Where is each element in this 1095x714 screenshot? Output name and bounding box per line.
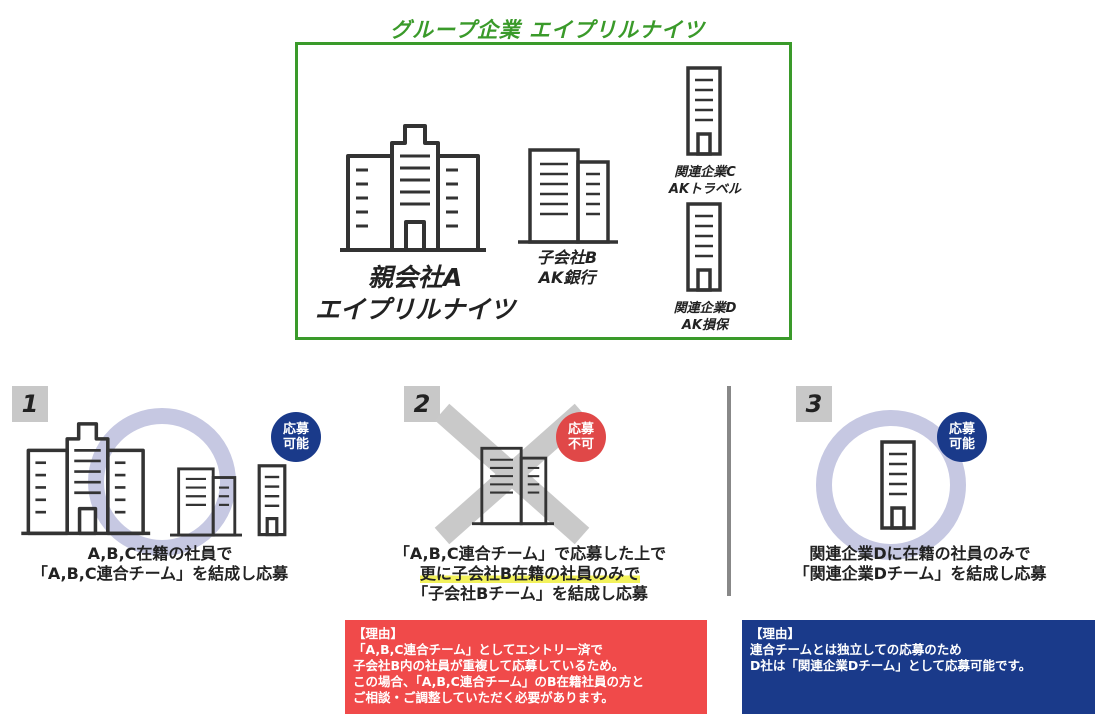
case-number-1: 1 (12, 386, 48, 422)
building-medium-icon (170, 467, 242, 537)
group-title: グループ企業 エイプリルナイツ (389, 18, 706, 42)
building-large-icon (21, 422, 151, 536)
building-tall-icon (880, 440, 916, 530)
case-number-3: 3 (796, 386, 832, 422)
building-large-icon (340, 124, 486, 252)
building-tall-icon (686, 202, 722, 292)
status-badge-ok: 応募可能 (271, 412, 321, 462)
building-tall-icon (257, 464, 287, 537)
reason-box-ng: 【理由】 「A,B,C連合チーム」としてエントリー済で 子会社B内の社員が重複し… (345, 620, 707, 714)
case-number-2: 2 (404, 386, 440, 422)
case-3-caption: 関連企業Dに在籍の社員のみで「関連企業Dチーム」を結成し応募 (793, 544, 1047, 583)
building-tall-icon (686, 66, 722, 156)
group-box (295, 42, 792, 340)
reason-box-ok: 【理由】 連合チームとは独立しての応募のため D社は「関連企業Dチーム」として応… (742, 620, 1095, 714)
case-1-caption: A,B,C在籍の社員で「A,B,C連合チーム」を結成し応募 (31, 544, 289, 583)
building-medium-icon (518, 148, 618, 244)
status-badge-ok: 応募可能 (937, 412, 987, 462)
case-2-caption: 「A,B,C連合チーム」で応募した上で 更に子会社B在籍の社員のみで 「子会社B… (393, 544, 667, 603)
status-badge-ng: 応募不可 (556, 412, 606, 462)
section-divider (727, 386, 731, 596)
building-medium-icon (472, 446, 554, 526)
